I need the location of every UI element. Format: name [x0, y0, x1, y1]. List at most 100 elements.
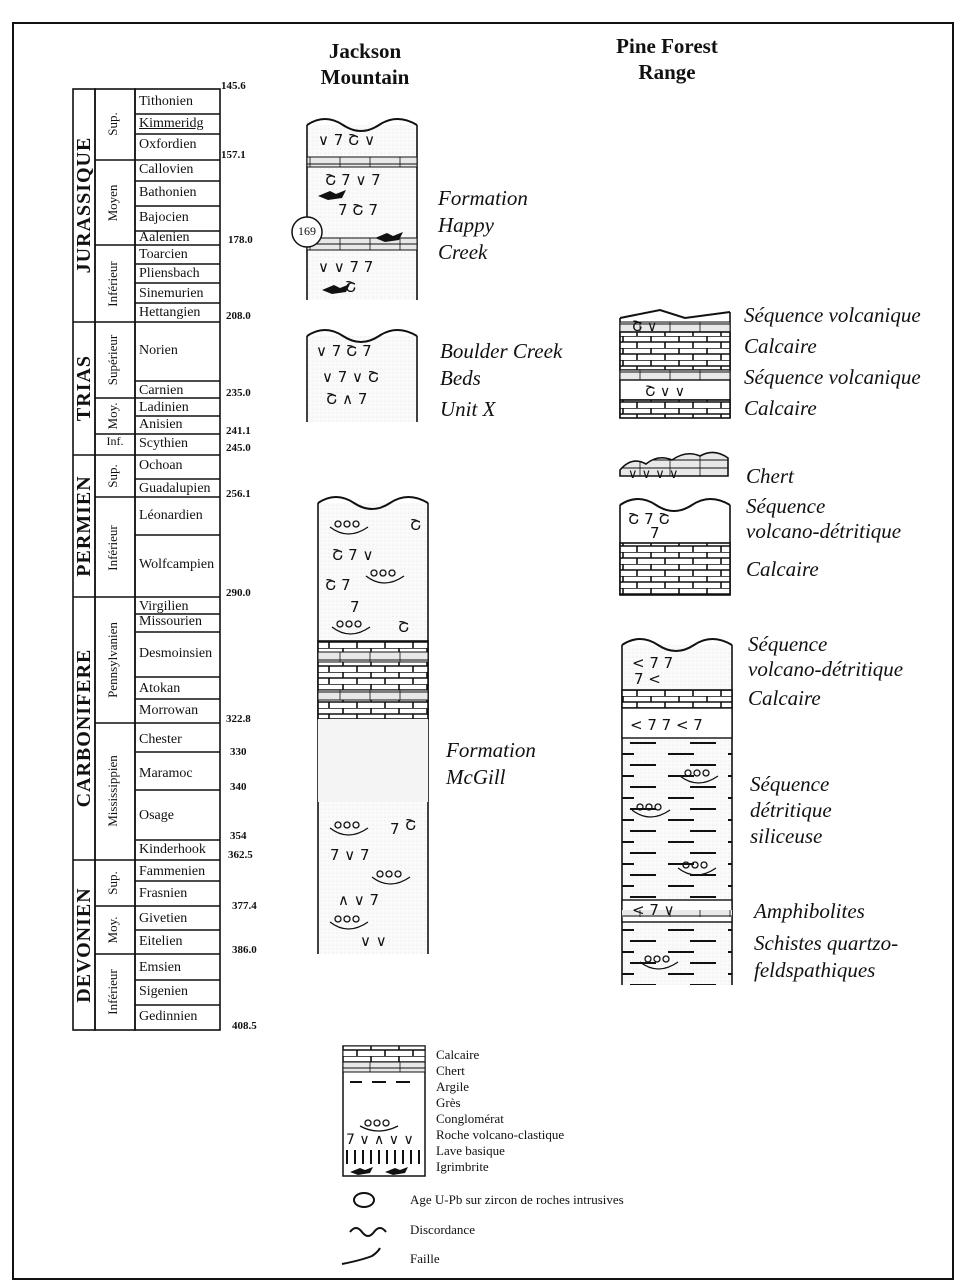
age-290-0: 290.0	[226, 587, 251, 599]
epoch-jur-sup: Sup.	[105, 112, 120, 136]
svg-text:Շ 7 ∨ 7: Շ 7 ∨ 7	[325, 171, 381, 189]
svg-text:7 <: 7 <	[634, 670, 661, 688]
svg-text:7 Շ 7: 7 Շ 7	[338, 201, 378, 219]
epoch-pennsylvanien: Pennsylvanien	[105, 622, 120, 698]
jackson-boulder-creek-block: ∨ 7 Շ 7 ∨ 7 ∨ Շ Շ ∧ 7	[306, 329, 418, 422]
jackson-mcgill-block: Շ Շ 7 ∨ Շ 7 7 Շ 7 Շ 7 ∨ 7 ∧ ∨ 7 ∨ ∨	[317, 496, 429, 954]
svg-text:< 7 ∨: < 7 ∨	[632, 901, 675, 919]
label-boulder-creek: Boulder Creek	[440, 339, 563, 363]
stage-ladinien: Ladinien	[139, 400, 189, 415]
epoch-dev-moy: Moy.	[105, 916, 120, 944]
svg-text:Շ: Շ	[345, 278, 356, 296]
legend-faille: Faille	[410, 1251, 440, 1266]
label-pine-2: Calcaire	[744, 334, 817, 358]
age-408-5: 408.5	[232, 1020, 257, 1032]
legend-swatches: 7 ∨ ∧ ∨ ∨	[341, 1045, 426, 1265]
age-157-1: 157.1	[221, 149, 246, 161]
svg-text:< 7 7: < 7 7	[632, 654, 673, 672]
legend-calcaire: Calcaire	[436, 1047, 480, 1062]
svg-text:Շ 7 ∨: Շ 7 ∨	[332, 546, 373, 564]
figure-frame	[12, 22, 954, 1280]
age-322-8: 322.8	[226, 713, 251, 725]
stage-maramoc: Maramoc	[139, 766, 193, 781]
age-256-1: 256.1	[226, 488, 251, 500]
period-jurassique: JURASSIQUE	[73, 136, 95, 274]
label-pine-4: Calcaire	[744, 396, 817, 420]
stage-sinemurien: Sinemurien	[139, 286, 204, 301]
svg-text:Շ 7 Շ: Շ 7 Շ	[628, 510, 670, 528]
svg-text:Շ 7: Շ 7	[325, 576, 351, 594]
age-245-0: 245.0	[226, 442, 251, 454]
age-340: 340	[230, 781, 247, 793]
label-pine-16: Schistes quartzo-	[754, 931, 899, 955]
svg-text:7: 7	[650, 524, 660, 542]
stage-anisien: Anisien	[139, 417, 183, 432]
stage-morrowan: Morrowan	[139, 703, 199, 718]
age-330: 330	[230, 746, 247, 758]
stage-emsien: Emsien	[139, 960, 181, 975]
legend-igrimbrite: Igrimbrite	[436, 1159, 489, 1174]
stage-aalenien: Aalenien	[139, 230, 190, 245]
label-creek: Creek	[438, 240, 488, 264]
svg-text:7: 7	[390, 820, 400, 838]
legend-age-upb: Age U-Pb sur zircon de roches intrusives	[410, 1192, 624, 1207]
label-pine-6: Séquence	[746, 494, 826, 518]
stage-norien: Norien	[139, 343, 178, 358]
age-354: 354	[230, 830, 247, 842]
label-pine-10: volcano-détritique	[748, 657, 904, 681]
stage-missourien: Missourien	[139, 614, 202, 629]
epoch-trias-sup: Supérieur	[105, 334, 120, 386]
label-pine-1: Séquence volcanique	[744, 303, 921, 327]
epoch-perm-sup: Sup.	[105, 464, 120, 488]
label-pine-12: Séquence	[750, 772, 830, 796]
label-pine-chert: Chert	[746, 464, 794, 488]
stage-fammenien: Fammenien	[139, 864, 206, 879]
label-mcgill: McGill	[446, 765, 506, 789]
label-pine-13: détritique	[750, 798, 832, 822]
period-permien: PERMIEN	[73, 475, 95, 577]
stage-ochoan: Ochoan	[139, 458, 183, 473]
label-pine-14: siliceuse	[750, 824, 823, 848]
age-241-1: 241.1	[226, 425, 251, 437]
stage-kinderhook: Kinderhook	[139, 842, 206, 857]
label-happy: Happy	[438, 213, 494, 237]
age-362-5: 362.5	[228, 849, 253, 861]
pine-block-3: < 7 7 7 < < 7 7 < 7 < 7 ∨	[621, 638, 733, 985]
stage-leonardien: Léonardien	[139, 508, 203, 523]
stage-atokan: Atokan	[139, 681, 181, 696]
svg-text:Շ: Շ	[398, 618, 409, 636]
period-devonien: DEVONIEN	[73, 887, 95, 1003]
stage-gedinnien: Gedinnien	[139, 1009, 198, 1024]
legend-argile: Argile	[436, 1079, 469, 1094]
age-377-4: 377.4	[232, 900, 257, 912]
age-386-0: 386.0	[232, 944, 257, 956]
legend-gres: Grès	[436, 1095, 461, 1110]
legend-discordance: Discordance	[410, 1222, 475, 1237]
epoch-trias-moy: Moy.	[105, 402, 120, 430]
svg-text:7 ∨ ∧ ∨ ∨: 7 ∨ ∧ ∨ ∨	[346, 1132, 414, 1148]
period-carbonifere: CARBONIFERE	[73, 648, 95, 808]
age-208-0: 208.0	[226, 310, 251, 322]
label-pine-3: Séquence volcanique	[744, 365, 921, 389]
stage-sigenien: Sigenien	[139, 984, 188, 999]
pine-block-2: Շ 7 Շ 7	[619, 498, 731, 596]
stage-oxfordien: Oxfordien	[139, 137, 197, 152]
stage-virgilien: Virgilien	[139, 599, 189, 614]
age-178-0: 178.0	[228, 234, 253, 246]
stage-givetien: Givetien	[139, 911, 188, 926]
svg-text:∨ ∨ ∨ ∨: ∨ ∨ ∨ ∨	[628, 467, 678, 482]
stage-callovien: Callovien	[139, 162, 194, 177]
legend-conglomerat: Conglomérat	[436, 1111, 504, 1126]
upb-age-169: 169	[298, 224, 316, 238]
stage-wolfcampien: Wolfcampien	[139, 557, 215, 572]
svg-text:∨ 7 Շ 7: ∨ 7 Շ 7	[316, 342, 372, 360]
label-pine-11: Calcaire	[748, 686, 821, 710]
svg-text:∨ ∨: ∨ ∨	[360, 932, 387, 950]
period-trias: TRIAS	[73, 354, 95, 422]
epoch-dev-sup: Sup.	[105, 871, 120, 895]
stage-hettangien: Hettangien	[139, 305, 201, 320]
label-pine-17: feldspathiques	[754, 958, 876, 982]
label-pine-amphibolites: Amphibolites	[754, 899, 865, 923]
